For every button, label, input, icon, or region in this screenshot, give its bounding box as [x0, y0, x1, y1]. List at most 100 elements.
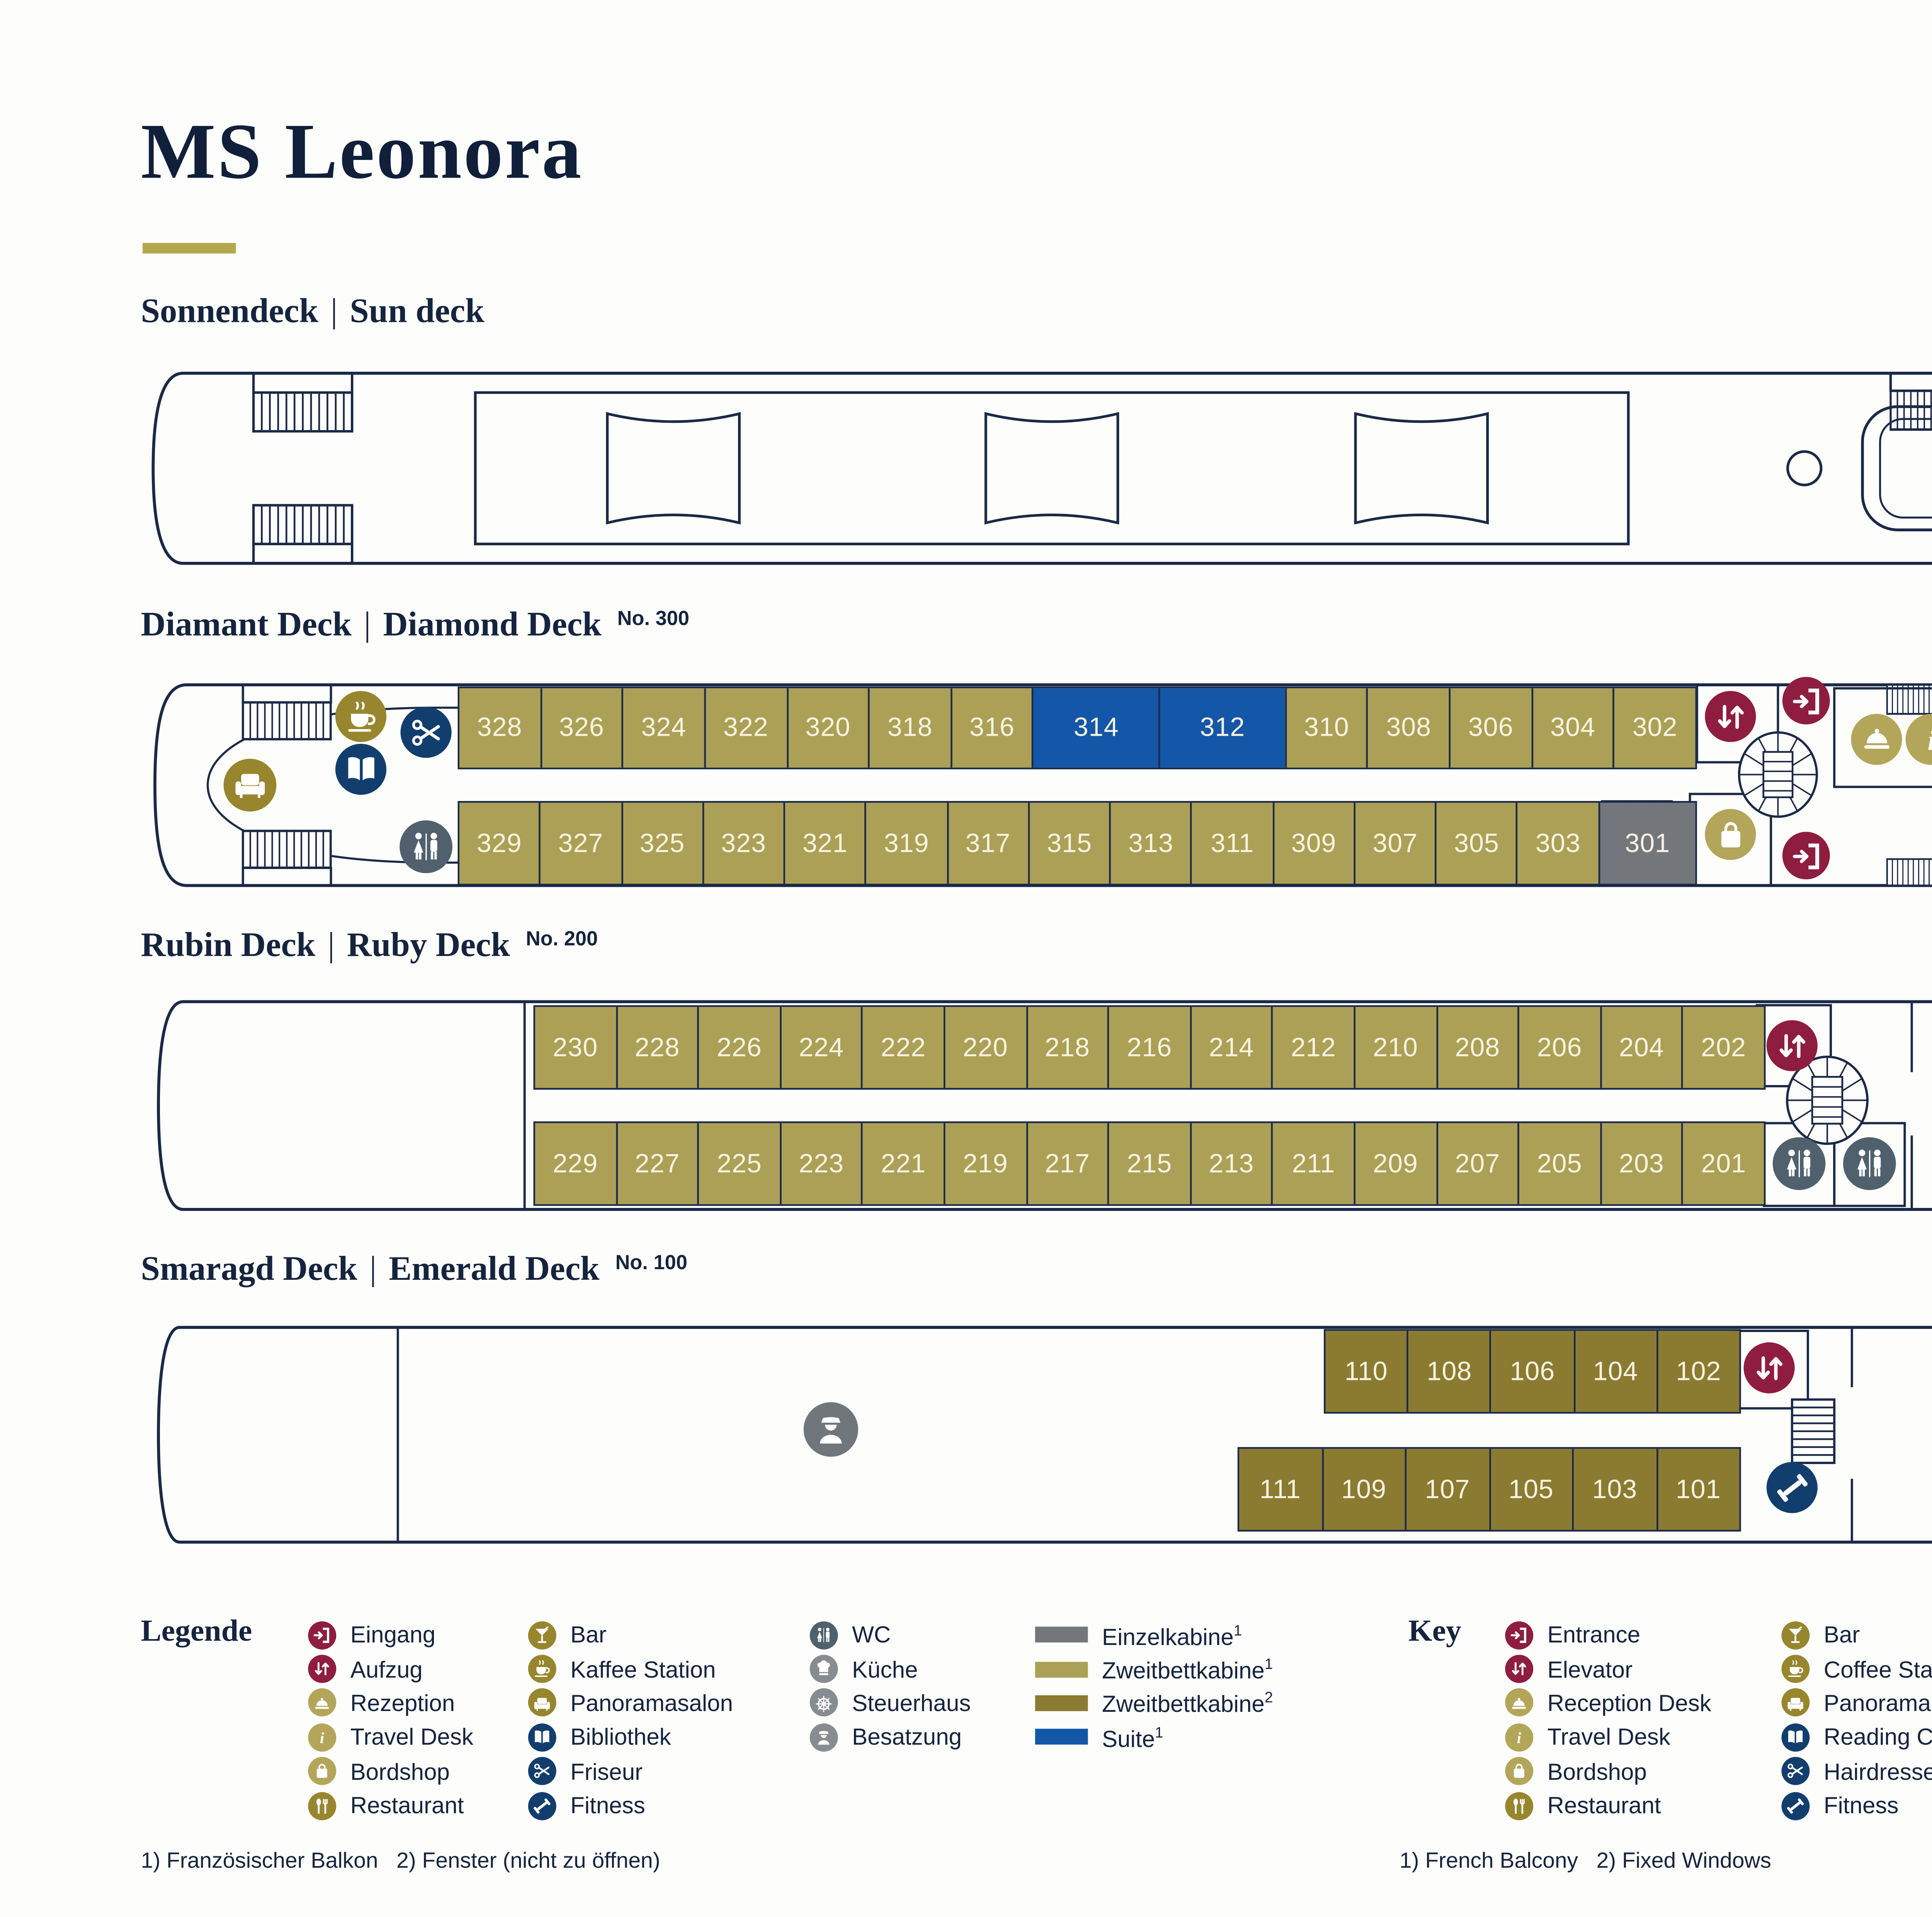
legend-item-restaurant: Restaurant: [1505, 1788, 1711, 1822]
legend-item-hairdresser: Hairdresser: [1781, 1754, 1932, 1788]
bordshop-bag-icon: [1705, 809, 1756, 860]
emerald-deck-number: No. 100: [615, 1253, 687, 1275]
bell-icon: [308, 1689, 337, 1718]
cabin-321: 321: [783, 803, 865, 884]
legend-label: Bordshop: [350, 1758, 450, 1785]
ruby-deck-drawing: [157, 1000, 1932, 1211]
cabin-308: 308: [1367, 688, 1449, 768]
elevator-icon: [1505, 1655, 1534, 1683]
library-book-icon: [335, 743, 386, 795]
legend-label: Steuerhaus: [852, 1690, 971, 1716]
cabin-210: 210: [1354, 1007, 1436, 1088]
legend-label: Panoramasalon: [570, 1690, 733, 1716]
legend-item-travel-desk: Travel Desk: [1505, 1720, 1711, 1754]
cabin-102: 102: [1656, 1331, 1740, 1412]
cabin-108: 108: [1407, 1331, 1490, 1412]
dumbbell-icon: [528, 1791, 556, 1820]
cabin-225: 225: [697, 1123, 780, 1204]
ruby-deck-name-de: Rubin Deck: [141, 927, 316, 965]
bar-icon: [528, 1621, 556, 1649]
cabin-107: 107: [1405, 1449, 1488, 1530]
legend-label: Aufzug: [350, 1656, 423, 1682]
cabin-106: 106: [1490, 1331, 1573, 1412]
cabin-319: 319: [865, 803, 947, 884]
restrooms-wc-icon-ruby-left: [1772, 1137, 1826, 1190]
legend-label: Hairdresser: [1823, 1758, 1932, 1785]
legend-label: Entrance: [1547, 1621, 1641, 1648]
cabin-215: 215: [1107, 1123, 1190, 1204]
elevator-icon-diamond: [1705, 691, 1756, 742]
crew-icon: [810, 1723, 838, 1752]
wc-icon: [810, 1621, 838, 1649]
legend-label: Friseur: [570, 1758, 643, 1785]
legend-label: Reception Desk: [1547, 1690, 1711, 1716]
divider: |: [330, 294, 338, 331]
cabin-322: 322: [704, 688, 786, 768]
cabin-109: 109: [1321, 1449, 1405, 1530]
cabin-229: 229: [535, 1123, 616, 1204]
cabin-307: 307: [1354, 803, 1435, 884]
cabin-221: 221: [861, 1123, 944, 1204]
cabin-318: 318: [868, 688, 950, 768]
stern-lounge-sofa-icon: [223, 759, 277, 812]
legend-label: Bar: [1823, 1621, 1860, 1648]
cabin-103: 103: [1572, 1449, 1656, 1530]
divider: |: [364, 607, 371, 645]
cabin-228: 228: [615, 1007, 697, 1088]
cabin-328: 328: [459, 688, 540, 768]
legend-label: Panorama Salon: [1823, 1690, 1932, 1716]
cabin-230: 230: [535, 1007, 616, 1088]
legend-label: Kaffee Station: [570, 1656, 716, 1682]
legend-label: Restaurant: [1547, 1792, 1661, 1819]
cabin-type-label: Zweitbettkabine2: [1102, 1689, 1273, 1718]
cabin-312: 312: [1158, 688, 1285, 768]
cabin-type-label: Suite1: [1102, 1723, 1163, 1752]
cabin-219: 219: [943, 1123, 1026, 1204]
legend-label: Travel Desk: [350, 1724, 473, 1751]
cabin-207: 207: [1435, 1123, 1518, 1204]
legend-label: Küche: [852, 1656, 918, 1682]
info-icon: [1505, 1723, 1534, 1752]
cabin-302: 302: [1613, 688, 1695, 768]
legend-item-bordshop: Bordshop: [1505, 1754, 1711, 1788]
bag-icon: [308, 1757, 337, 1786]
cabin-217: 217: [1026, 1123, 1108, 1204]
diamond-deck-name-en: Diamond Deck: [383, 607, 602, 645]
sun-deck-drawing: [151, 371, 1932, 565]
cabin-202: 202: [1682, 1007, 1764, 1088]
legend-item-panoramasalon: Panoramasalon: [528, 1686, 733, 1720]
legend-item-besatzung: Besatzung: [810, 1720, 971, 1754]
cabin-311: 311: [1190, 803, 1272, 884]
legend-item-fitness: Fitness: [528, 1788, 733, 1822]
chef-icon: [810, 1655, 838, 1683]
cabin-101: 101: [1655, 1449, 1740, 1530]
cabin-329: 329: [459, 803, 539, 884]
cabin-320: 320: [786, 688, 868, 768]
wheel-icon: [810, 1689, 838, 1718]
cabin-211: 211: [1271, 1123, 1354, 1204]
scissors-icon: [1781, 1757, 1810, 1786]
crew-icon: [803, 1402, 858, 1457]
cabin-type-double2: Zweitbettkabine2: [1035, 1686, 1273, 1720]
hairdresser-scissors-icon: [400, 707, 452, 758]
legend-item-bar: Bar: [528, 1618, 733, 1652]
sofa-icon: [1781, 1689, 1810, 1718]
legend-item-bibliothek: Bibliothek: [528, 1720, 733, 1754]
divider: |: [369, 1252, 377, 1289]
dumbbell-icon: [1781, 1791, 1810, 1820]
restrooms-wc-icon-ruby-right: [1843, 1137, 1896, 1190]
cabin-220: 220: [943, 1007, 1026, 1088]
legend-item-bordshop: Bordshop: [308, 1754, 473, 1788]
cabin-type-swatch: [1035, 1627, 1088, 1643]
cabin-316: 316: [950, 688, 1032, 768]
legend-item-coffee-station: Coffee Station: [1781, 1652, 1932, 1686]
cabin-104: 104: [1573, 1331, 1656, 1412]
sun-deck-name-en: Sun deck: [350, 294, 485, 331]
cabin-type-suite: Suite1: [1035, 1720, 1273, 1754]
cabin-324: 324: [622, 688, 704, 768]
cabin-204: 204: [1599, 1007, 1682, 1088]
